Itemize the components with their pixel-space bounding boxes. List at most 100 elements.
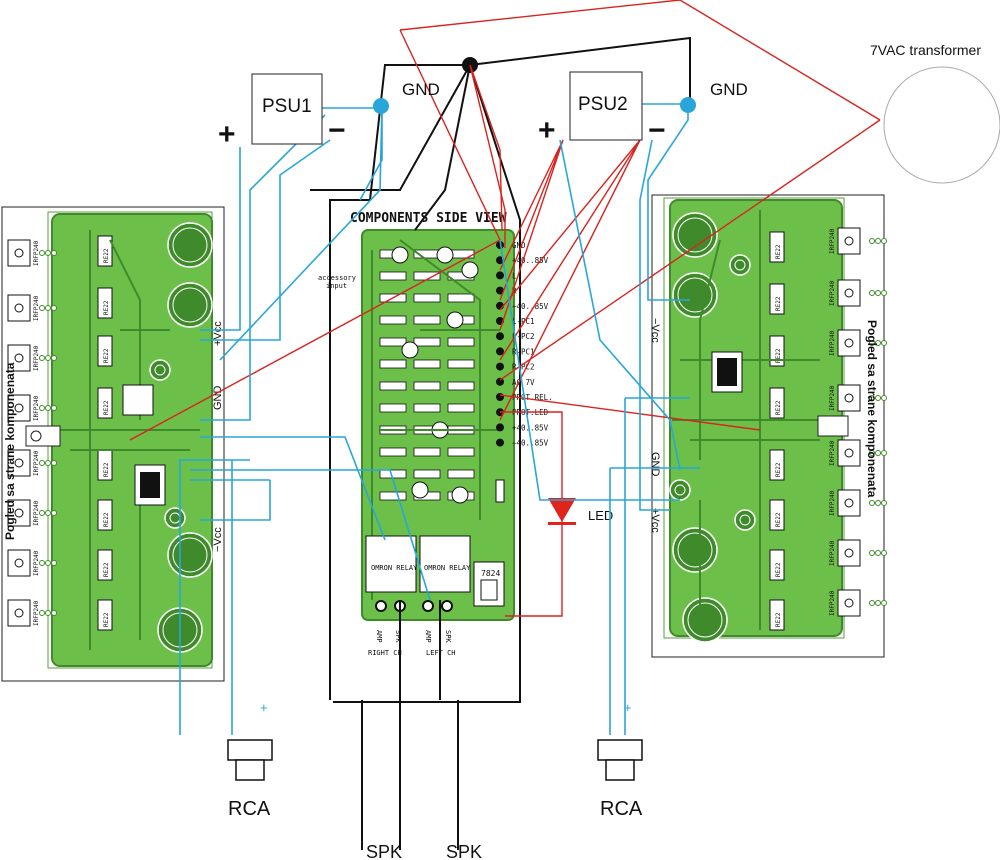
right-gnd-label: GND	[649, 452, 661, 477]
psu2-box	[569, 71, 643, 141]
board-title: COMPONENTS SIDE VIEW	[350, 211, 507, 226]
transistor-hole	[14, 558, 24, 568]
small-part	[379, 359, 407, 369]
capacitor	[672, 527, 718, 573]
transistor-pin	[39, 305, 45, 311]
left-minus-vcc-label: −Vcc	[212, 527, 224, 552]
transistor-pin	[45, 305, 51, 311]
small-part	[413, 469, 441, 479]
right-ch-amp: AMP	[375, 630, 383, 643]
small-part	[379, 271, 407, 281]
transistor-label: IRFP240	[829, 540, 836, 566]
resistor-label: RE22	[775, 562, 782, 577]
small-part	[447, 469, 475, 479]
transistor-pin	[39, 250, 45, 256]
resistor-label: RE22	[775, 348, 782, 363]
transistor-pin	[51, 510, 57, 516]
transistor-pin	[881, 238, 887, 244]
resistor-label: RE22	[775, 244, 782, 259]
transformer-label: 7VAC transformer	[870, 42, 981, 58]
transistor-hole	[14, 608, 24, 618]
board-pin-label: −40..85V	[512, 302, 549, 311]
transformer-circle	[883, 66, 1000, 184]
capacitor-ring	[687, 602, 723, 638]
transistor-pin	[869, 290, 875, 296]
psu2-label: PSU2	[578, 94, 628, 115]
relay-label-right: OMRON RELAY	[371, 564, 418, 572]
resistor	[97, 499, 113, 531]
transistor-hole	[844, 448, 854, 458]
small-part	[447, 381, 475, 391]
left-gnd-label: GND	[212, 386, 224, 411]
board-pin-label: L	[512, 271, 517, 280]
transistor-label: IRFP240	[33, 450, 40, 476]
transistor-label: IRFP240	[33, 550, 40, 576]
resistor	[97, 335, 113, 367]
capacitor	[167, 282, 213, 328]
resistor	[769, 449, 785, 481]
regulator-label: 7824	[481, 569, 500, 578]
small-capacitor	[411, 481, 429, 499]
transistor-pin	[45, 510, 51, 516]
transistor-pin	[881, 395, 887, 401]
transistor-hole	[844, 236, 854, 246]
resistor	[769, 549, 785, 581]
transistor-pin	[869, 238, 875, 244]
rca-right-label: RCA	[600, 798, 643, 820]
resistor-label: RE22	[103, 300, 110, 315]
signal-wires	[179, 103, 700, 735]
small-part	[379, 381, 407, 391]
transistor-pin	[875, 500, 881, 506]
capacitor	[167, 222, 213, 268]
transistor-hole	[14, 458, 24, 468]
transistor-pin	[45, 355, 51, 361]
gnd-wires	[310, 36, 691, 850]
transistor-pin	[39, 355, 45, 361]
rca-connector-right	[597, 739, 643, 781]
transistor-pin	[881, 340, 887, 346]
transistor-pin	[51, 610, 57, 616]
transistor-label: IRFP240	[33, 240, 40, 266]
psu1-terminal	[373, 98, 389, 114]
transistor-pin	[869, 450, 875, 456]
led-symbol	[548, 498, 576, 525]
small-part	[413, 381, 441, 391]
right-amp-board: IRFP240IRFP240IRFP240IRFP240IRFP240IRFP2…	[651, 194, 887, 658]
transistor-label: IRFP240	[33, 600, 40, 626]
transistor-pin	[45, 250, 51, 256]
output-pad	[441, 600, 453, 612]
resistor-label: RE22	[775, 462, 782, 477]
resistor	[769, 499, 785, 531]
board-pin	[496, 347, 504, 356]
small-part	[379, 447, 407, 457]
transistor-label: IRFP240	[829, 228, 836, 254]
board-pin-label: PROT.REL.	[512, 393, 553, 402]
capacitor	[669, 479, 691, 501]
transistor-label: IRFP240	[829, 590, 836, 616]
transistor-pin	[45, 460, 51, 466]
right-ch-label: RIGHT CH	[368, 649, 402, 657]
resistor-label: RE22	[103, 400, 110, 415]
transistor-hole	[844, 548, 854, 558]
left-plus-vcc-label: +Vcc	[212, 321, 224, 346]
transistor-hole	[844, 498, 854, 508]
resistor-label: RE22	[103, 512, 110, 527]
transistor-hole	[844, 598, 854, 608]
psu2-terminal	[680, 97, 696, 113]
resistor	[769, 599, 785, 631]
transistor-pin	[45, 560, 51, 566]
resistor	[769, 231, 785, 263]
transistor-pin	[881, 290, 887, 296]
resistor-label: RE22	[775, 512, 782, 527]
accessory-input-label-2: input	[326, 282, 347, 290]
resistor	[97, 235, 113, 267]
board-pin-label: −40..85V	[512, 439, 549, 448]
small-part	[447, 359, 475, 369]
right-plus-vcc-label: +Vcc	[649, 508, 661, 533]
board-pin	[496, 393, 504, 401]
output-pad	[422, 600, 434, 612]
transistor-label: IRFP240	[829, 280, 836, 306]
transistor-pin	[875, 395, 881, 401]
rca-connector-left	[227, 739, 273, 781]
resistor	[97, 599, 113, 631]
